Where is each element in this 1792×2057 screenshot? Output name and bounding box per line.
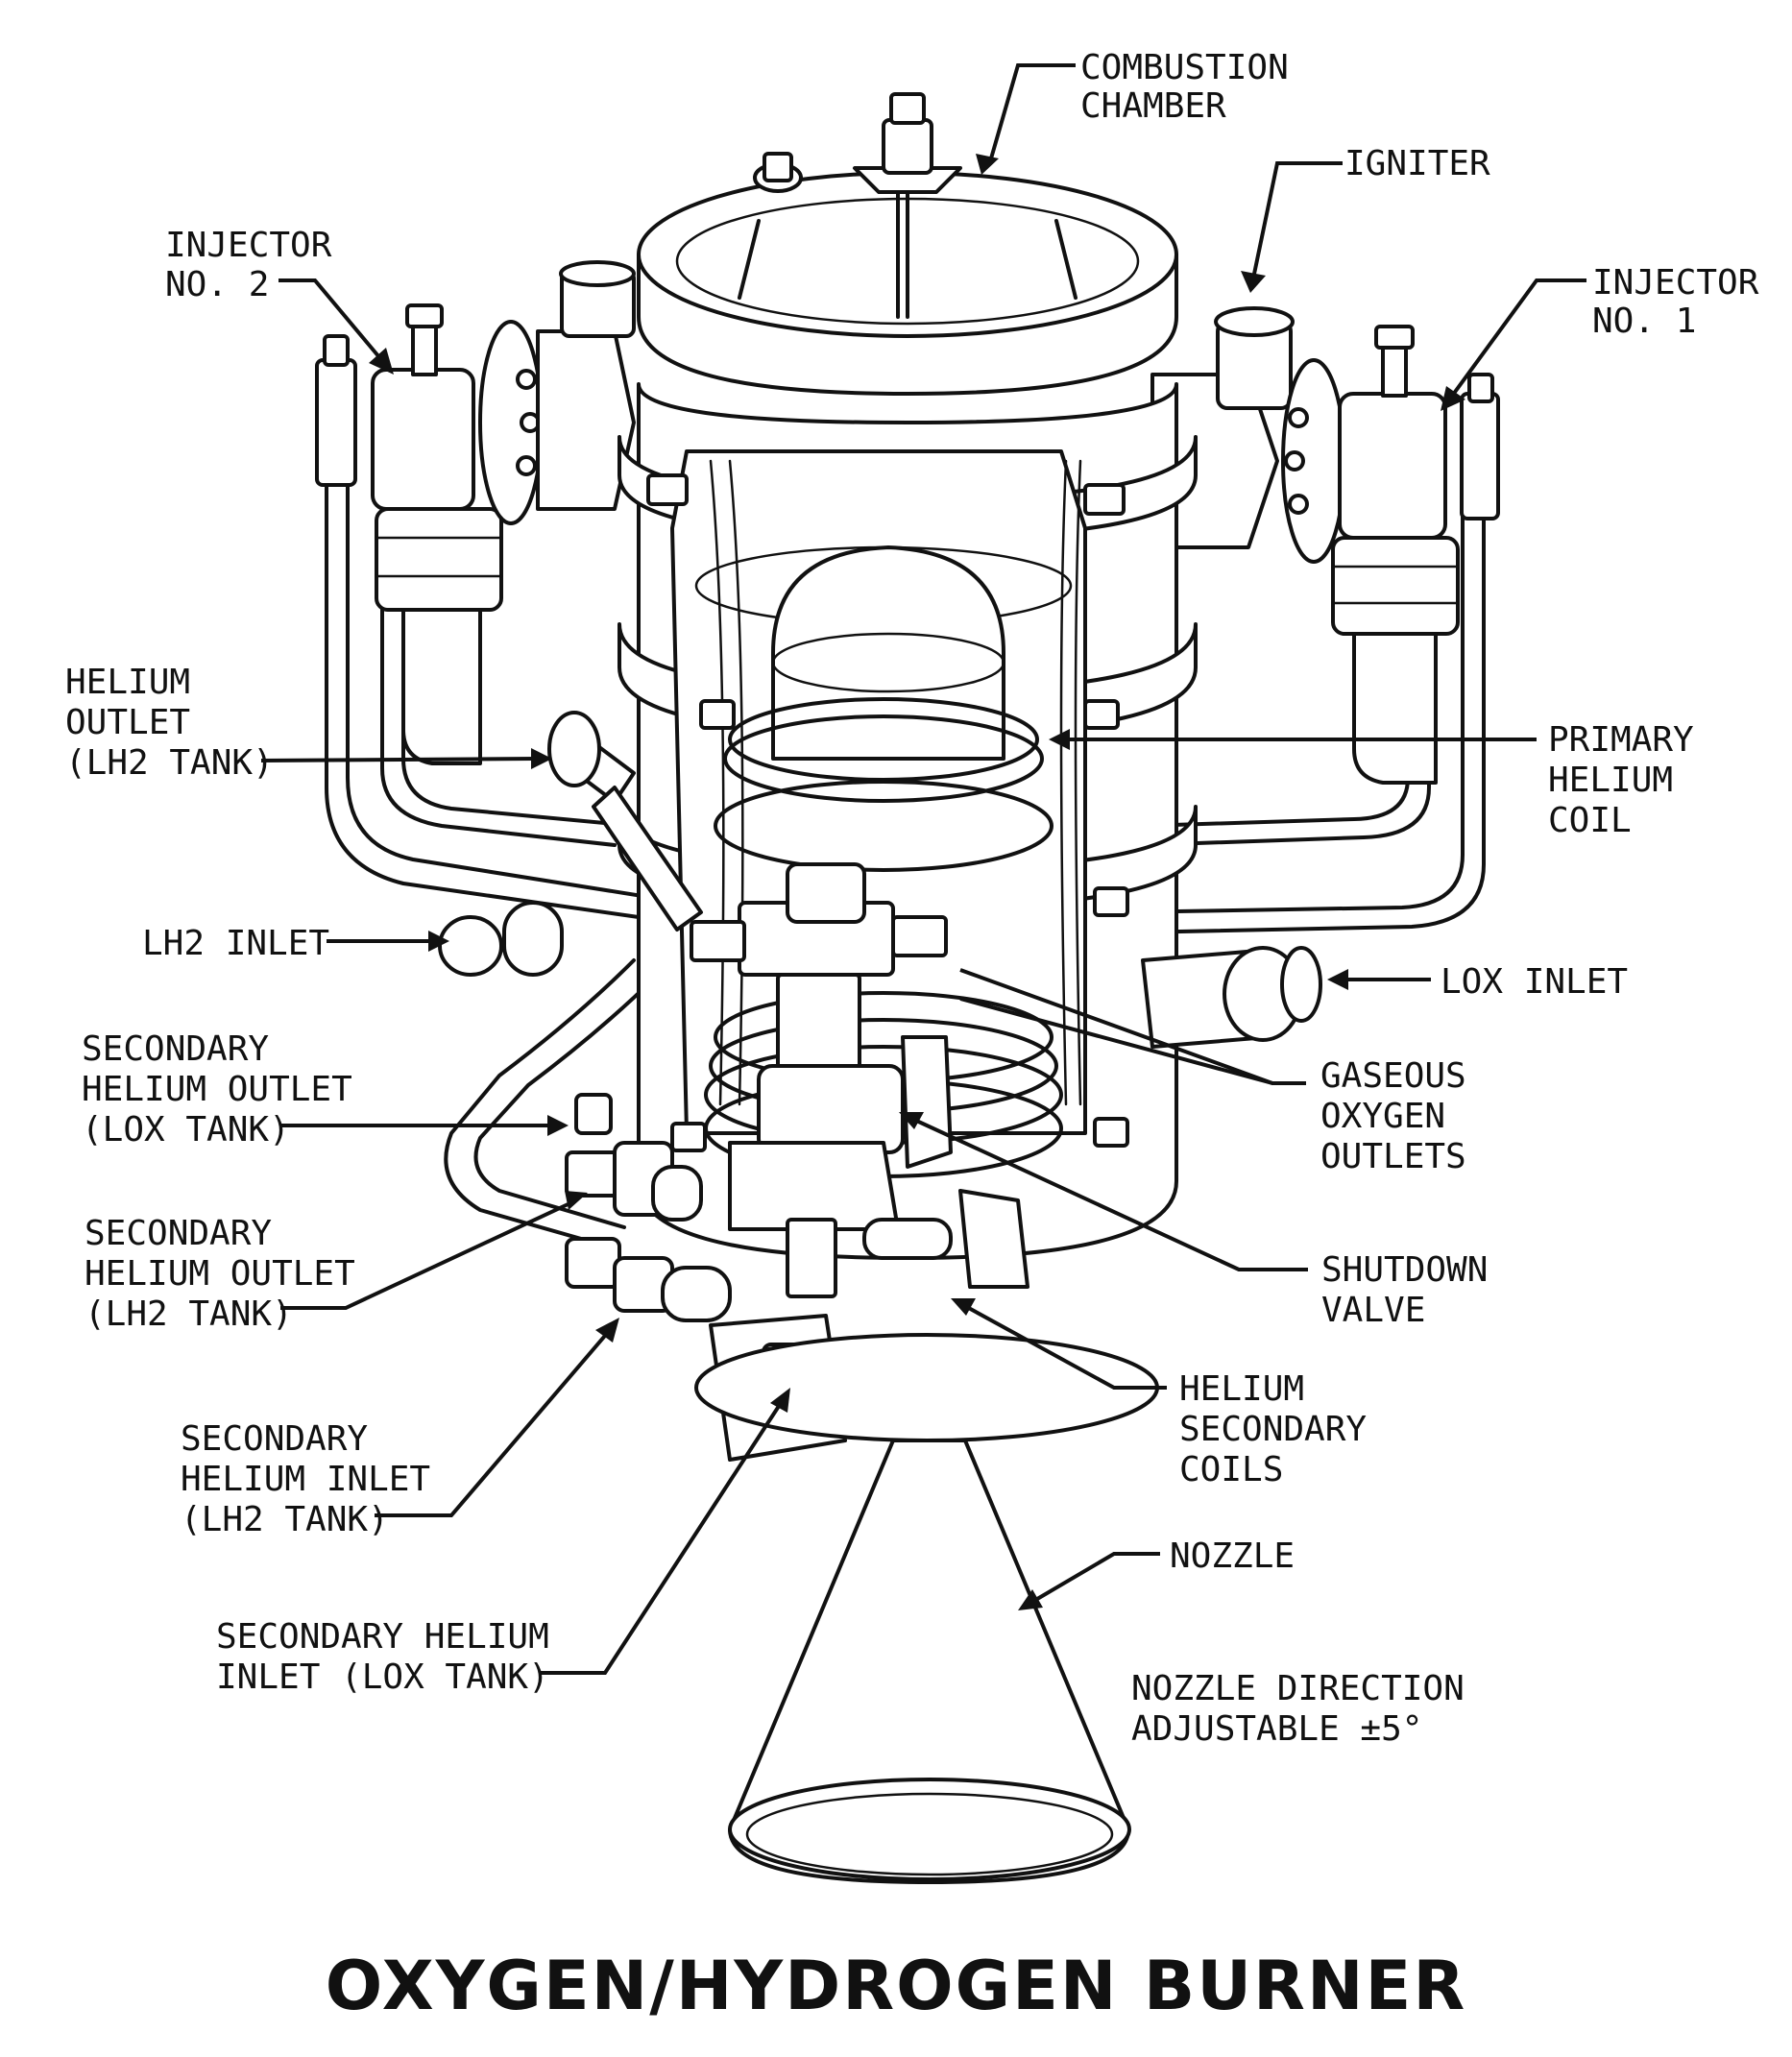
central-manifold <box>438 862 1322 1082</box>
helium-outlet-fitting <box>547 711 703 932</box>
label-helium-secondary-coils: HELIUM SECONDARY COILS <box>1179 1369 1388 1489</box>
label-lh2-inlet: LH2 INLET <box>142 924 329 963</box>
label-secondary-helium-inlet-lox: SECONDARY HELIUM INLET (LOX TANK) <box>216 1617 569 1697</box>
label-nozzle: NOZZLE <box>1170 1537 1295 1576</box>
shutdown-valve-assembly <box>728 1035 1029 1298</box>
burner-drawing <box>315 92 1500 1884</box>
injector-1 <box>1150 306 1500 785</box>
label-primary-helium-coil: PRIMARY HELIUM COIL <box>1548 720 1714 840</box>
label-igniter: IGNITER <box>1344 144 1490 183</box>
chamber-body <box>618 92 1198 1260</box>
plumbing-tubes <box>325 421 1486 1250</box>
label-shutdown-valve: SHUTDOWN VALVE <box>1321 1250 1509 1330</box>
label-secondary-helium-outlet-lox: SECONDARY HELIUM OUTLET (LOX TANK) <box>82 1029 373 1150</box>
label-combustion-chamber: COMBUSTION CHAMBER <box>1080 48 1309 126</box>
label-secondary-helium-inlet-lh2: SECONDARY HELIUM INLET (LH2 TANK) <box>181 1419 451 1539</box>
label-gaseous-oxygen-outlets: GASEOUS OXYGEN OUTLETS <box>1320 1056 1487 1176</box>
label-nozzle-direction: NOZZLE DIRECTION ADJUSTABLE ±5° <box>1131 1669 1485 1749</box>
label-lox-inlet: LOX INLET <box>1441 962 1628 1002</box>
nozzle-cone <box>728 1439 1131 1884</box>
label-secondary-helium-outlet-lh2: SECONDARY HELIUM OUTLET (LH2 TANK) <box>85 1214 375 1334</box>
label-injector-1: INJECTOR NO. 1 <box>1592 263 1780 341</box>
diagram-title: OXYGEN/HYDROGEN BURNER <box>326 1947 1467 2025</box>
injector-2 <box>315 260 636 765</box>
bottom-block <box>565 1093 1159 1462</box>
label-injector-2: INJECTOR NO. 2 <box>165 226 352 304</box>
leader-lines <box>260 63 1586 1675</box>
callout-labels: COMBUSTION CHAMBER IGNITER INJECTOR NO. … <box>65 48 1780 1749</box>
label-helium-outlet-lh2: HELIUM OUTLET (LH2 TANK) <box>65 663 274 783</box>
